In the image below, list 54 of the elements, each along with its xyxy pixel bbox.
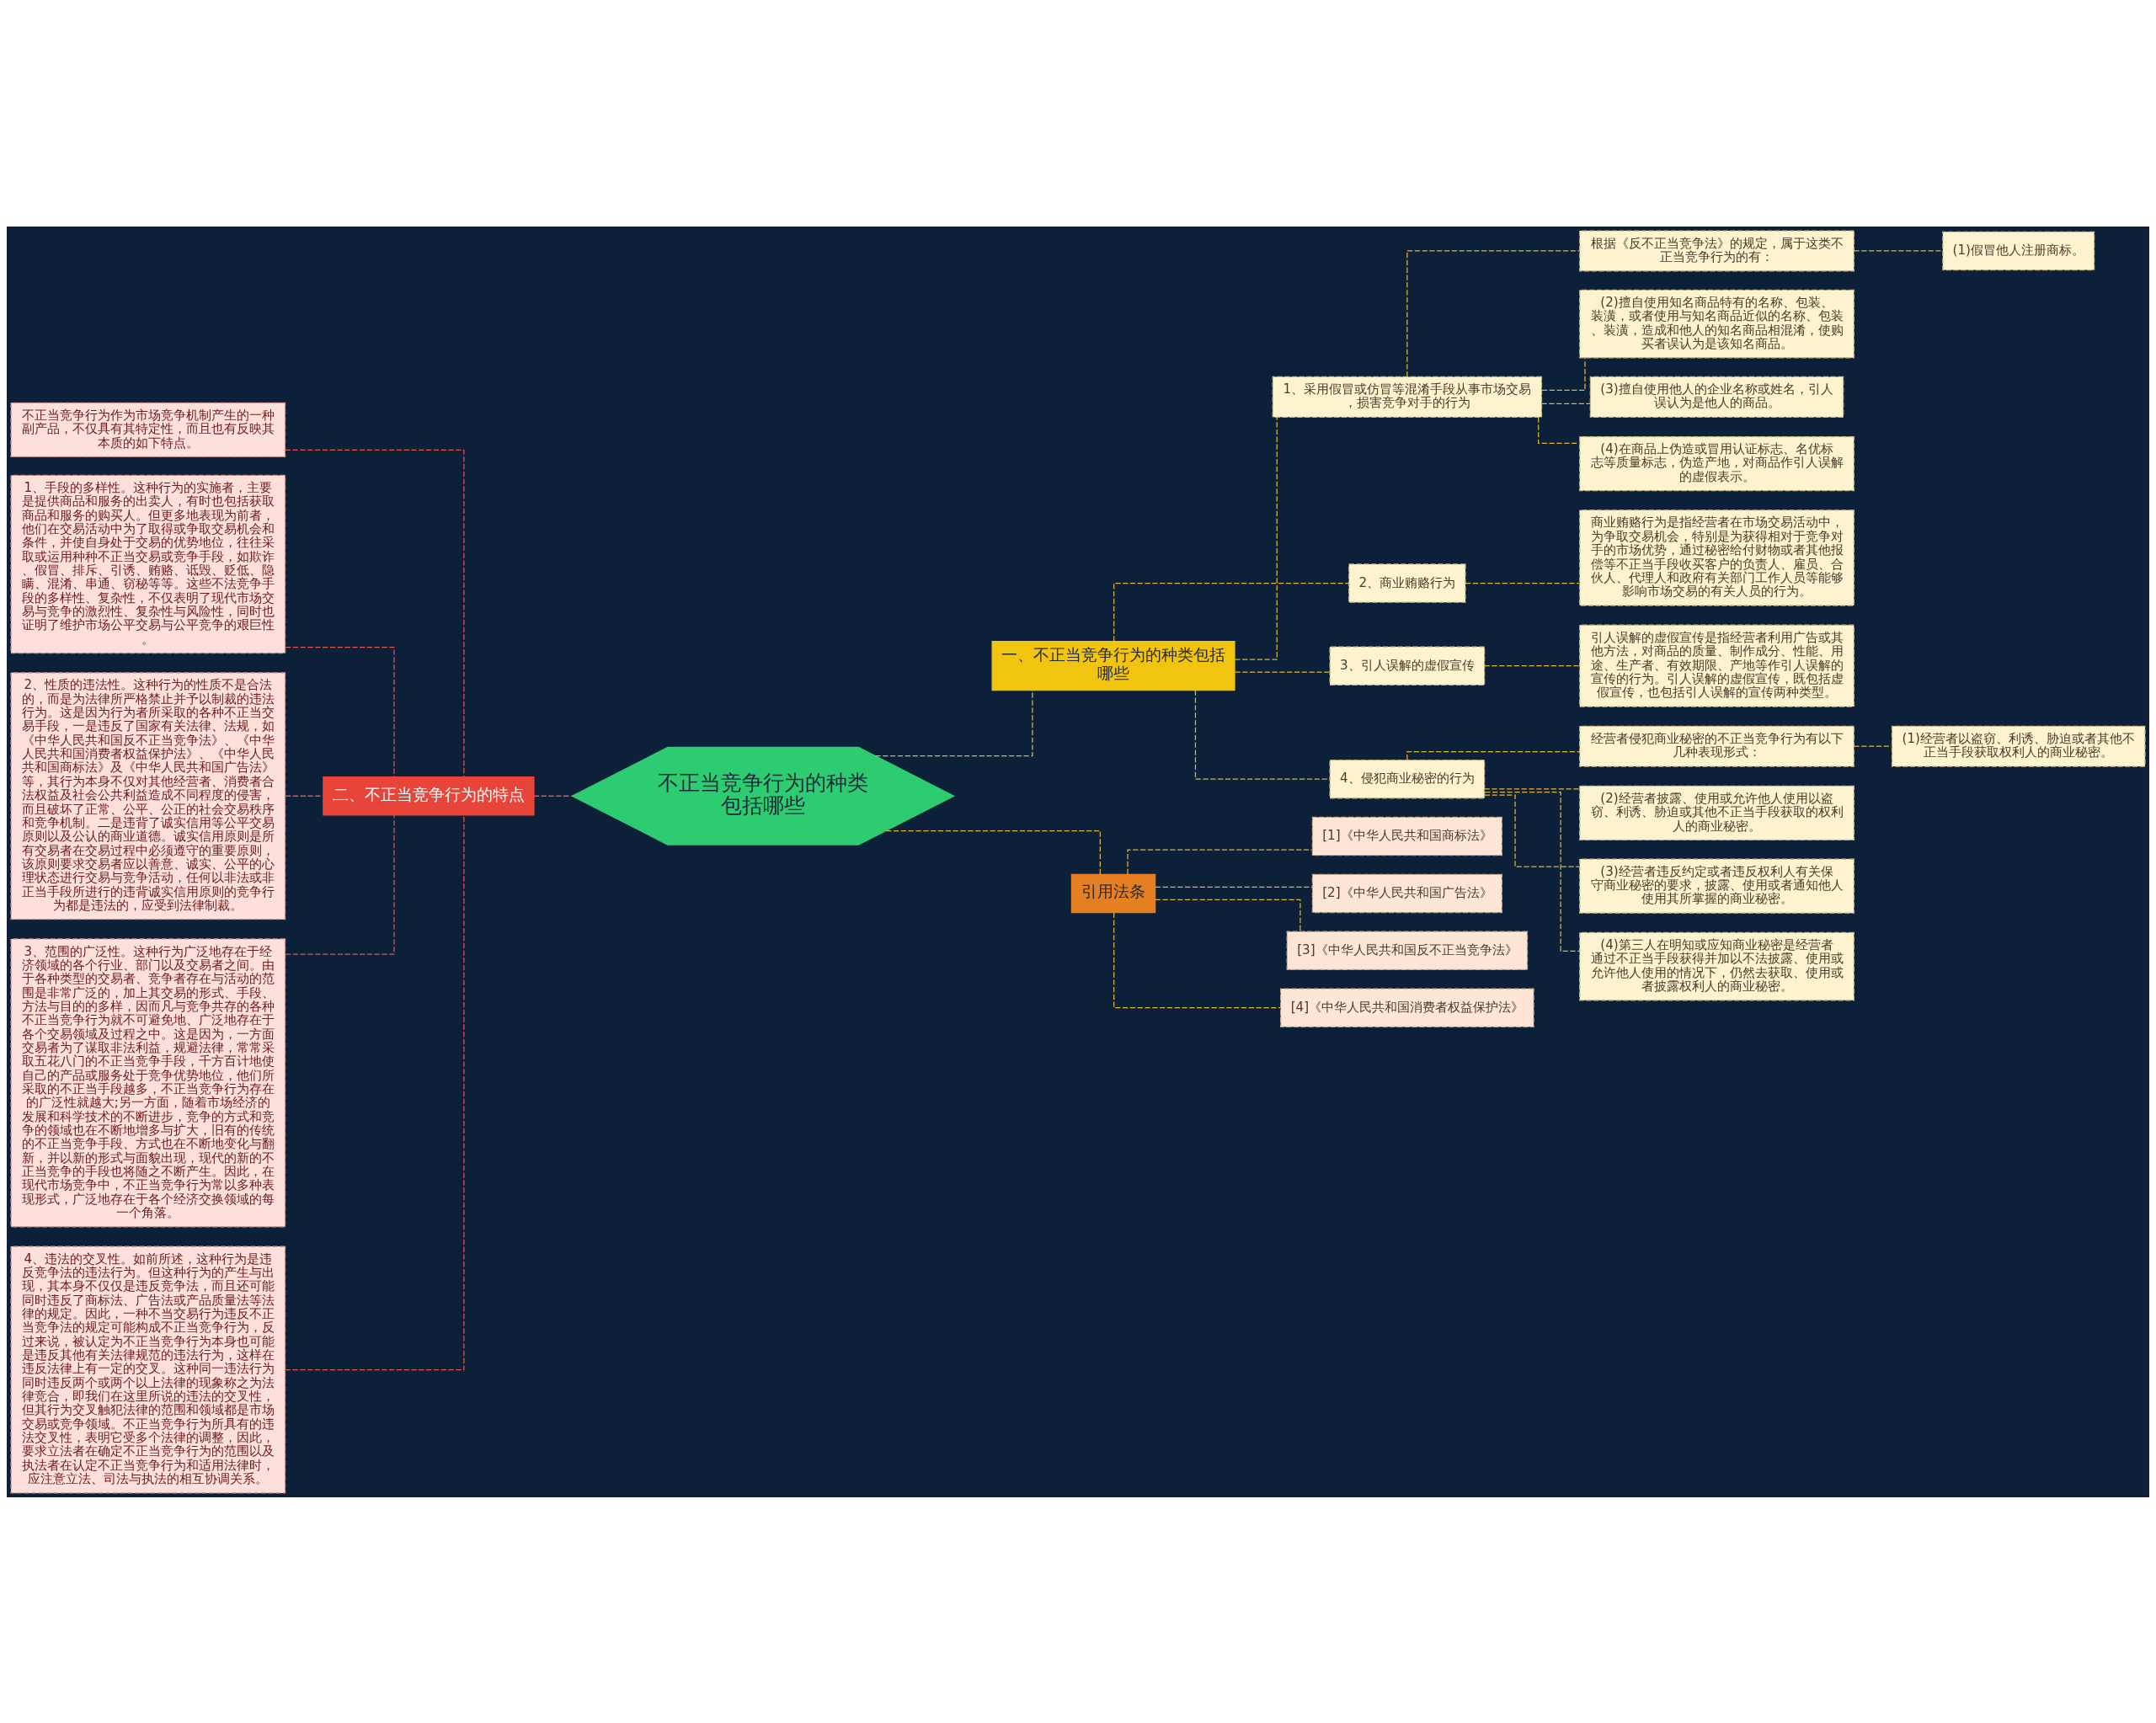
node-box: (4)在商品上伪造或冒用认证标志、名优标志等质量标志，伪造产地，对商品作引人误解的虚假表示。	[1579, 435, 1854, 491]
connector	[1853, 745, 1892, 747]
node-box: (1)经营者以盗窃、利诱、胁迫或者其他不正当手段获取权利人的商业秘密。	[1891, 725, 2146, 767]
node-box: [1]《中华人民共和国商标法》	[1311, 816, 1502, 856]
node-box: 不正当竞争行为作为市场竞争机制产生的一种副产品，不仅具有其特定性，而且也有反映其本质的如下特点。	[10, 402, 286, 457]
node-box: 引人误解的虚假宣传是指经营者利用广告或其他方法，对商品的质量、制作成分、性能、用途、生产者、有效期限、产地等作引人误解的宣传的行为。引人误解的虚假宣传，既包括虚假宣传，也包括引人误解的宣传两种类型。	[1579, 624, 1854, 707]
connector	[285, 449, 465, 777]
connector	[1538, 416, 1580, 444]
connector	[885, 829, 1101, 875]
connector	[1540, 403, 1591, 404]
node-box: 1、手段的多样性。这种行为的实施者，主要是提供商品和服务的出卖人，有时也包括获取商品和服务的购买人。但更多地表现为前者，他们在交易活动中为了取得或争取交易机会和条件，并使自身处于交易的优势地位，往往采取或运用种种不正当交易或竞争手段，如欺诈、假冒、排斥、引诱、贿赂、诋毁、贬低、隐瞒、混淆、串通、窃秘等等。这些不法竞争手段的多样性、复杂性，不仅表明了现代市场交易与竞争的激烈性、复杂性与风险性，同时也证明了维护市场公平交易与公平竞争的艰巨性。	[10, 474, 286, 653]
node-box: (3)经营者违反约定或者违反权利人有关保守商业秘密的要求，披露、使用或者通知他人使用其所掌握的商业秘密。	[1579, 857, 1854, 914]
node-box: 4、违法的交叉性。如前所述，这种行为是违反竞争法的违法行为。但这种行为的产生与出现，其本身不仅仅是违反竞争法，而且还可能同时违反了商标法、广告法或产品质量法等法律的规定。因此，一种不当交易行为违反不正当竞争法的规定可能构成不正当竞争行为，反过来说，被认定为不正当竞争行为本身也可能是违反其他有关法律规范的违法行为，这样在违反法律上有一定的交叉。这种同一违法行为同时违反两个或两个以上法律的现象称之为法律竞合，即我们在这里所说的违法的交叉性，但其行为交叉触犯法律的范围和领域都是市场交易或竞争领域。不正当竞争行为所具有的违法交叉性，表明它受多个法律的调整，因此，要求立法者在确定不正当竞争行为的范围以及执法者在认定不正当竞争行为和适用法律时，应注意立法、司法与执法的相互协调关系。	[10, 1245, 286, 1494]
node-box: [3]《中华人民共和国反不正当竞争法》	[1286, 931, 1529, 970]
connector	[1484, 794, 1581, 867]
node-box: (4)第三人在明知或应知商业秘密是经营者通过不正当手段获得并加以不法披露、使用或允许他人使用的情况下，仍然去获取、使用或者披露权利人的商业秘密。	[1579, 931, 1854, 1000]
connector	[533, 795, 573, 797]
connector	[285, 813, 465, 1370]
node-box: (2)经营者披露、使用或允许他人使用以盗窃、利诱、胁迫或其他不正当手段获取的权利人的商业秘密。	[1579, 785, 1854, 840]
connector	[1234, 671, 1331, 673]
node-box: (1)假冒他人注册商标。	[1942, 231, 2095, 270]
node-box: 3、范围的广泛性。这种行为广泛地存在于经济领域的各个行业、部门以及交易者之间。由于各种类型的交易者、竞争者存在与活动的范围是非常广泛的，加上其交易的形式、手段、方法与目的的多样，因而凡与竞争共存的各种不正当竞争行为就不可避免地、广泛地存在于各个交易领域及过程之中。这是因为，一方面交易者为了谋取非法利益，规避法律，常常采取五花八门的不正当竞争手段，千方百计地使自己的产品或服务处于竞争优势地位，他们所采取的不正当手段越多，不正当竞争行为存在的广泛性就越大;另一方面，随着市场经济的发展和科学技术的不断进步，竞争的方式和竞争的领域也在不断地增多与扩大，旧有的传统的不正当竞争手段、方式也在不断地变化与翻新，并以新的形式与面貌出现，现代的新的不正当竞争的手段也将随之不断产生。因此，在现代市场竞争中，不正当竞争行为常以多种表现形式，广泛地存在于各个经济交换领域的每一个角落。	[10, 937, 286, 1227]
node-box: 1、采用假冒或仿冒等混淆手段从事市场交易，损害竞争对手的行为	[1272, 376, 1543, 418]
node-box: 根据《反不正当竞争法》的规定，属于这类不正当竞争行为的有：	[1579, 229, 1854, 271]
connector	[1194, 689, 1331, 780]
connector	[1406, 750, 1581, 760]
node-box: (2)擅自使用知名商品特有的名称、包装、装潢，或者使用与知名商品近似的名称、包装、装潢，造成和他人的知名商品相混淆，使购买者误认为是该知名商品。	[1579, 289, 1854, 358]
node-box: [2]《中华人民共和国广告法》	[1311, 873, 1502, 913]
connector	[1155, 899, 1301, 932]
node-box: 4、侵犯商业秘密的行为	[1329, 759, 1486, 798]
connector	[285, 646, 395, 777]
connector	[1406, 249, 1581, 377]
connector	[1853, 249, 1944, 252]
connector	[1113, 582, 1350, 642]
connector	[1127, 849, 1313, 875]
node-box: 2、性质的违法性。这种行为的性质不是合法的，而是为法律所严格禁止并予以制裁的违法行为。这是因为行为者所采取的各种不正当交易手段，一是违反了国家有关法律、法规，如《中华人民共和国反不正当竞争法》、《中华人民共和国消费者权益保护法》、《中华人民共和国商标法》及《中华人民共和国广告法》等，其行为本身不仅对其他经营者、消费者合法权益及社会公共利益造成不同程度的侵害，而且破坏了正常、公平、公正的社会交易秩序和竞争机制。二是违背了诚实信用等公平交易原则以及公认的商业道德。诚实信用原则是所有交易者在交易过程中必须遵守的重要原则，该原则要求交易者应以善意、诚实、公平的心理状态进行交易与竞争活动，任何以非法或非正当手段所进行的违背诚实信用原则的竞争行为都是违法的，应受到法律制裁。	[10, 671, 286, 920]
node-box: 经营者侵犯商业秘密的不正当竞争行为有以下几种表现形式：	[1579, 725, 1854, 767]
node-box: 2、商业贿赂行为	[1348, 563, 1466, 603]
node-box: 3、引人误解的虚假宣传	[1329, 645, 1486, 685]
connector	[285, 795, 324, 797]
node-box: 一、不正当竞争行为的种类包括哪些	[991, 640, 1235, 691]
connector	[1155, 886, 1313, 888]
connector	[1113, 911, 1281, 1008]
connector	[1484, 787, 1581, 790]
node-box: 二、不正当竞争行为的特点	[323, 776, 535, 815]
node-box: 引用法条	[1070, 873, 1156, 913]
node-box: [4]《中华人民共和国消费者权益保护法》	[1280, 987, 1534, 1027]
connector	[1541, 356, 1586, 391]
connector	[1234, 416, 1278, 660]
connector	[1484, 664, 1581, 666]
connector	[874, 689, 1033, 756]
connector	[1465, 582, 1581, 584]
node-box: 商业贿赂行为是指经营者在市场交易活动中，为争取交易机会，特别是为获得相对于竞争对手的市场优势，通过秘密给付财物或者其他报偿等不正当手段收买客户的负责人、雇员、合伙人、代理人和政府有关部门工作人员等能够影响市场交易的有关人员的行为。	[1579, 509, 1854, 606]
node-box: (3)擅自使用他人的企业名称或姓名，引人误认为是他人的商品。	[1589, 376, 1844, 418]
